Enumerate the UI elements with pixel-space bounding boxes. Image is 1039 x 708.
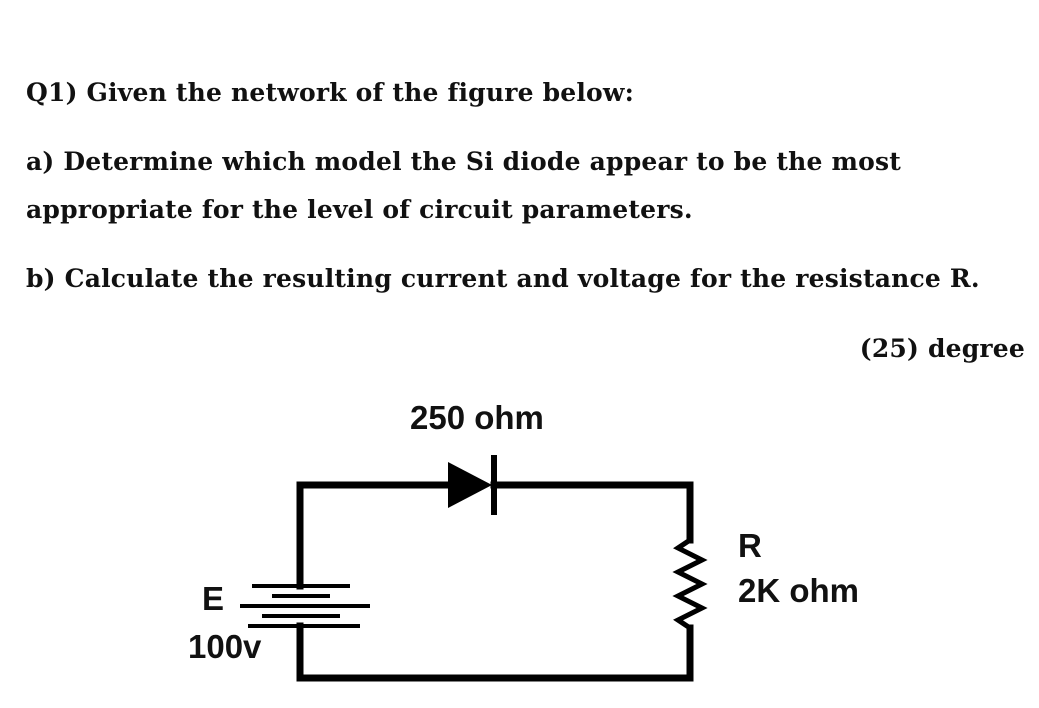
resistor-name-label: R [738,527,762,564]
marks-label: (25) degree [859,334,1025,363]
resistor-value-label: 2K ohm [738,572,860,609]
question-title: Q1) Given the network of the figure belo… [26,78,635,107]
source-name-label: E [202,580,225,617]
question-part-a-line-1: a) Determine which model the Si diode ap… [26,147,902,176]
diode-label: 250 ohm [410,399,544,436]
question-part-b: b) Calculate the resulting current and v… [26,264,980,293]
question-part-a-line-2: appropriate for the level of circuit par… [26,195,693,224]
resistor-zigzag [672,537,708,631]
diode-triangle [448,462,492,508]
source-value-label: 100v [188,628,262,665]
